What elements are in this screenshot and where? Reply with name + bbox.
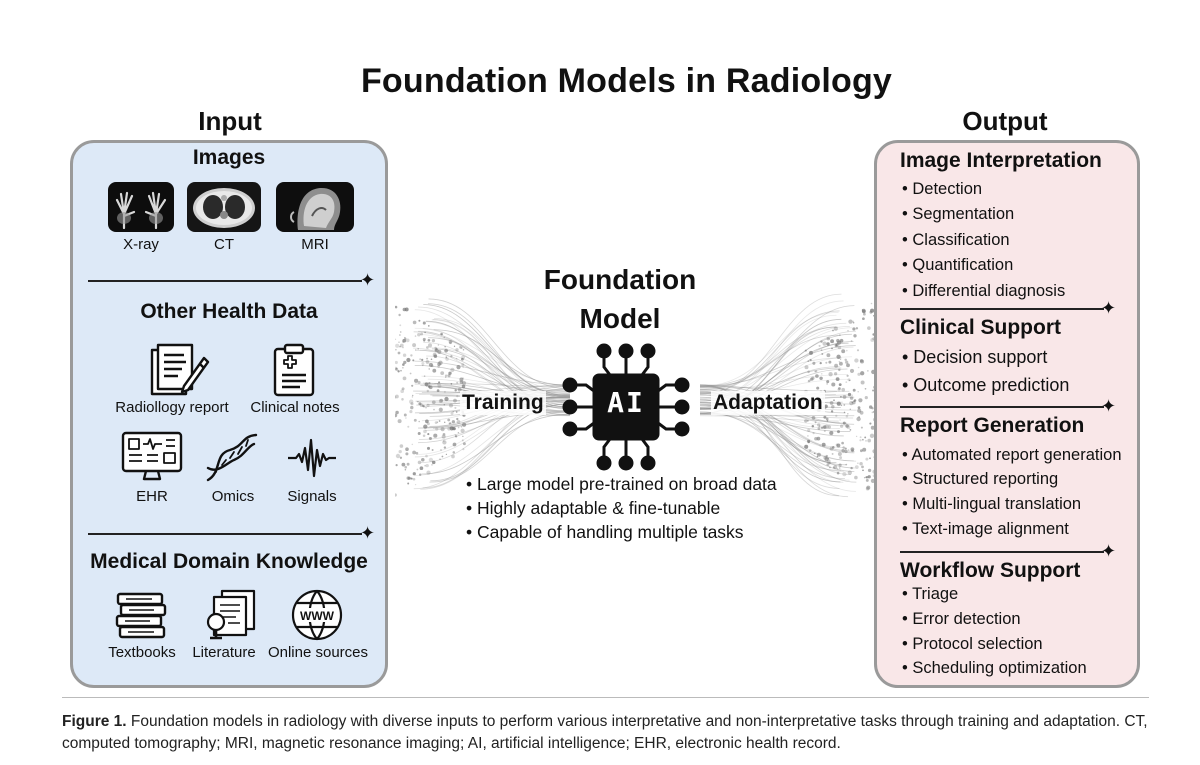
input-divider bbox=[88, 280, 362, 282]
foundation-title-line1: Foundation bbox=[543, 264, 697, 295]
mri-label: MRI bbox=[301, 236, 329, 253]
list-item: • Capable of handling multiple tasks bbox=[466, 522, 744, 542]
sparkle-icon: ✦ bbox=[360, 270, 376, 290]
list-item: • Decision support bbox=[902, 347, 1048, 367]
report-icon bbox=[148, 342, 212, 403]
ai-chip-text: AI bbox=[607, 386, 645, 419]
ct-scan-icon bbox=[187, 182, 261, 232]
list-item: • Large model pre-trained on broad data bbox=[466, 474, 777, 494]
omics-label: Omics bbox=[211, 488, 255, 505]
www-globe-icon: WWW bbox=[290, 588, 344, 647]
output-panel bbox=[874, 140, 1140, 688]
clipboard-icon bbox=[272, 342, 316, 403]
center-bullet-list: • Large model pre-trained on broad data … bbox=[466, 474, 777, 546]
list-item: • Automated report generation bbox=[902, 446, 1122, 464]
report-generation-title: Report Generation bbox=[900, 414, 1085, 437]
ct-label: CT bbox=[214, 236, 234, 253]
ai-chip-icon bbox=[562, 343, 690, 476]
xray-hands-icon bbox=[108, 182, 174, 232]
list-item: • Protocol selection bbox=[902, 635, 1043, 653]
list-item: • Error detection bbox=[902, 610, 1021, 628]
mri-head-icon bbox=[276, 182, 354, 232]
list-item: • Text-image alignment bbox=[902, 520, 1069, 538]
adaptation-label: Adaptation bbox=[711, 391, 825, 415]
input-divider bbox=[88, 533, 362, 535]
workflow-support-title: Workflow Support bbox=[900, 559, 1081, 582]
figure-title: Foundation Models in Radiology bbox=[360, 62, 893, 100]
list-item: • Differential diagnosis bbox=[902, 282, 1066, 300]
input-heading: Input bbox=[198, 106, 262, 136]
svg-text:WWW: WWW bbox=[300, 609, 335, 623]
sparkle-icon: ✦ bbox=[1101, 396, 1117, 416]
books-icon bbox=[114, 590, 170, 645]
sparkle-icon: ✦ bbox=[1101, 298, 1117, 318]
list-item: • Outcome prediction bbox=[902, 375, 1070, 395]
report-label: Radiollogy report bbox=[115, 399, 229, 416]
textbooks-label: Textbooks bbox=[108, 644, 176, 661]
dna-icon bbox=[204, 432, 260, 489]
literature-label: Literature bbox=[192, 644, 256, 661]
output-divider bbox=[900, 551, 1104, 553]
figure-caption: Figure 1. Foundation models in radiology… bbox=[62, 713, 1148, 752]
list-item: • Scheduling optimization bbox=[902, 659, 1087, 677]
domain-knowledge-title: Medical Domain Knowledge bbox=[90, 550, 368, 573]
literature-icon bbox=[202, 588, 258, 645]
output-divider bbox=[900, 406, 1104, 408]
images-section-title: Images bbox=[192, 146, 266, 169]
clinical-support-title: Clinical Support bbox=[900, 316, 1062, 339]
xray-label: X-ray bbox=[123, 236, 159, 253]
list-item: • Segmentation bbox=[902, 205, 1015, 223]
list-item: • Quantification bbox=[902, 256, 1014, 274]
online-sources-label: Online sources bbox=[267, 644, 369, 661]
list-item: • Structured reporting bbox=[902, 470, 1059, 488]
caption-rule bbox=[62, 697, 1149, 698]
output-heading: Output bbox=[962, 106, 1048, 136]
clinical-notes-label: Clinical notes bbox=[250, 399, 340, 416]
image-interpretation-title: Image Interpretation bbox=[900, 149, 1102, 172]
output-divider bbox=[900, 308, 1104, 310]
ehr-label: EHR bbox=[136, 488, 168, 505]
foundation-title-line2: Model bbox=[579, 303, 661, 334]
list-item: • Triage bbox=[902, 585, 959, 603]
sparkle-icon: ✦ bbox=[1101, 541, 1117, 561]
list-item: • Multi-lingual translation bbox=[902, 495, 1082, 513]
signals-label: Signals bbox=[287, 488, 337, 505]
signal-wave-icon bbox=[286, 436, 338, 485]
list-item: • Highly adaptable & fine-tunable bbox=[466, 498, 721, 518]
training-label: Training bbox=[460, 391, 546, 415]
ehr-monitor-icon bbox=[120, 430, 184, 487]
list-item: • Classification bbox=[902, 231, 1010, 249]
other-health-data-title: Other Health Data bbox=[140, 300, 318, 323]
training-funnel-graphic bbox=[395, 298, 570, 497]
sparkle-icon: ✦ bbox=[360, 523, 376, 543]
list-item: • Detection bbox=[902, 180, 983, 198]
